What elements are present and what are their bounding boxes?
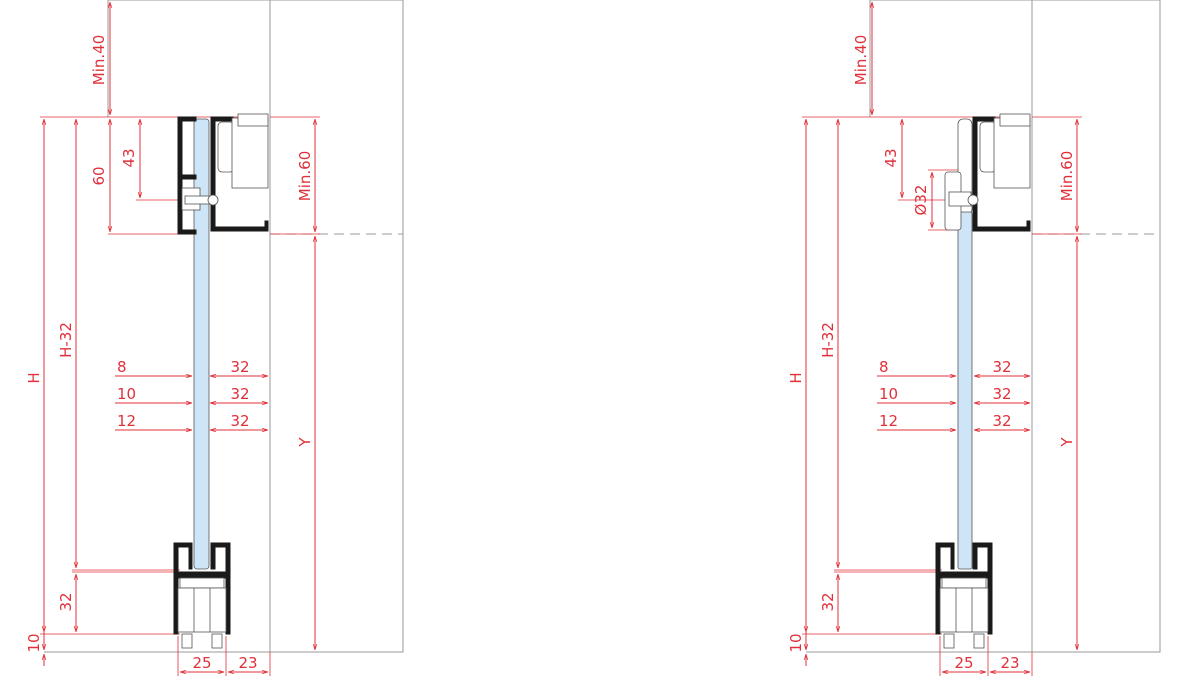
bottom-profile bbox=[935, 542, 993, 649]
glass-8: 8 bbox=[879, 358, 889, 376]
glass-10: 10 bbox=[117, 385, 136, 403]
glass-12: 12 bbox=[879, 412, 898, 430]
dimension-labels: Min.40 H H-32 60 43 Min.60 Y 32 10 25 23… bbox=[25, 35, 314, 672]
extension-lines bbox=[802, 116, 1082, 676]
dim-h: H bbox=[25, 372, 43, 383]
dim-23: 23 bbox=[238, 654, 257, 672]
glass-12: 12 bbox=[117, 412, 136, 430]
offset-32: 32 bbox=[992, 358, 1011, 376]
right-section-drawing: Min.40 H H-32 43 Ø32 Min.60 Y 32 10 25 2… bbox=[787, 0, 1161, 676]
offset-32: 32 bbox=[230, 358, 249, 376]
dim-min40: Min.40 bbox=[852, 35, 870, 85]
dim-23: 23 bbox=[1000, 654, 1019, 672]
glass-8: 8 bbox=[117, 358, 127, 376]
glass-10: 10 bbox=[879, 385, 898, 403]
dim-min60: Min.60 bbox=[1058, 151, 1076, 201]
glass-panel bbox=[957, 118, 973, 570]
dim-h-32: H-32 bbox=[819, 322, 837, 358]
dimension-lines bbox=[806, 2, 1077, 672]
dimension-lines bbox=[44, 2, 315, 672]
dim-10: 10 bbox=[25, 633, 43, 652]
extension-lines bbox=[40, 116, 320, 676]
dim-min60: Min.60 bbox=[296, 151, 314, 201]
offset-32: 32 bbox=[992, 385, 1011, 403]
dim-bottom-32: 32 bbox=[57, 592, 75, 611]
offset-32: 32 bbox=[992, 412, 1011, 430]
offset-32: 32 bbox=[230, 412, 249, 430]
dim-h: H bbox=[787, 372, 805, 383]
wall-outline bbox=[44, 0, 404, 653]
dim-bottom-32: 32 bbox=[819, 592, 837, 611]
left-section-drawing: Min.40 H H-32 60 43 Min.60 Y 32 10 25 23… bbox=[25, 0, 404, 676]
wall-outline bbox=[806, 0, 1161, 653]
dim-y: Y bbox=[296, 437, 314, 448]
dim-43: 43 bbox=[120, 148, 138, 167]
offset-32: 32 bbox=[230, 385, 249, 403]
dim-43: 43 bbox=[882, 148, 900, 167]
dim-y: Y bbox=[1058, 437, 1076, 448]
dim-25: 25 bbox=[192, 654, 211, 672]
top-profile bbox=[944, 113, 1031, 232]
dim-h-32: H-32 bbox=[57, 322, 75, 358]
dim-25: 25 bbox=[954, 654, 973, 672]
dim-min40: Min.40 bbox=[90, 35, 108, 85]
dim-10: 10 bbox=[787, 633, 805, 652]
glass-panel bbox=[193, 118, 210, 570]
top-profile bbox=[177, 113, 269, 235]
dimension-labels: Min.40 H H-32 43 Ø32 Min.60 Y 32 10 25 2… bbox=[787, 35, 1076, 672]
bottom-profile bbox=[173, 542, 231, 649]
dim-60: 60 bbox=[90, 166, 108, 185]
dim-knob-diameter: Ø32 bbox=[912, 185, 930, 216]
